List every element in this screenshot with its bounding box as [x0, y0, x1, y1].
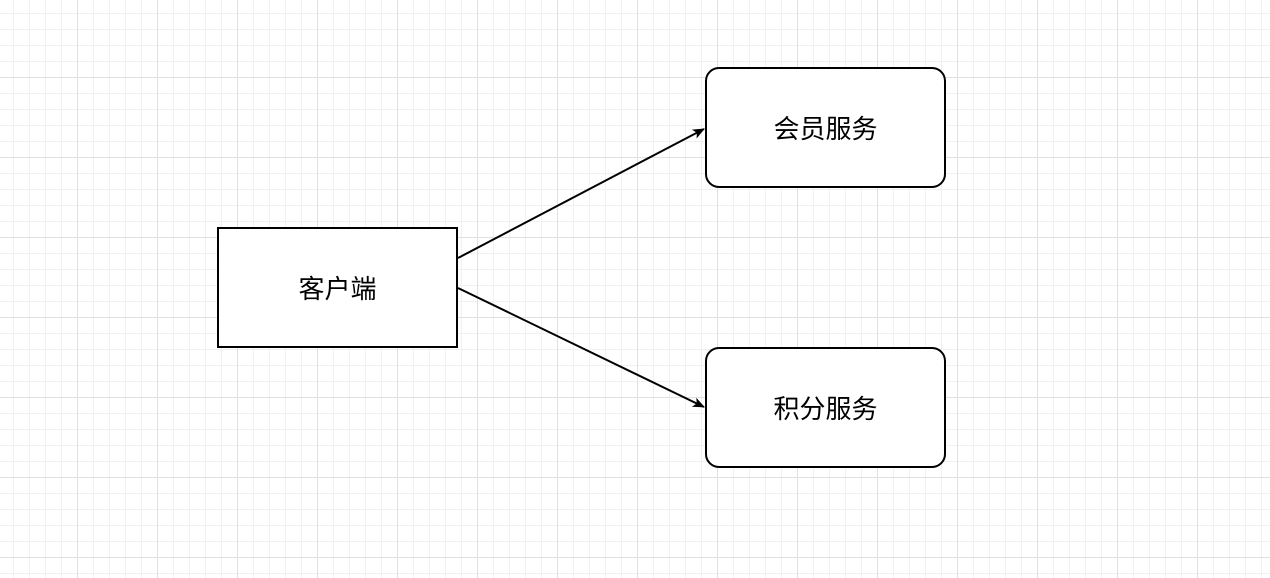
node-client-label: 客户端	[298, 275, 377, 305]
node-member-service[interactable]: 会员服务	[705, 67, 946, 188]
node-member-service-label: 会员服务	[773, 115, 878, 145]
node-client[interactable]: 客户端	[217, 227, 458, 348]
edge-client-to-member-service[interactable]	[457, 128, 705, 259]
node-points-service-label: 积分服务	[773, 395, 878, 425]
node-points-service[interactable]: 积分服务	[705, 347, 946, 468]
edge-client-to-points-service[interactable]	[457, 287, 705, 408]
